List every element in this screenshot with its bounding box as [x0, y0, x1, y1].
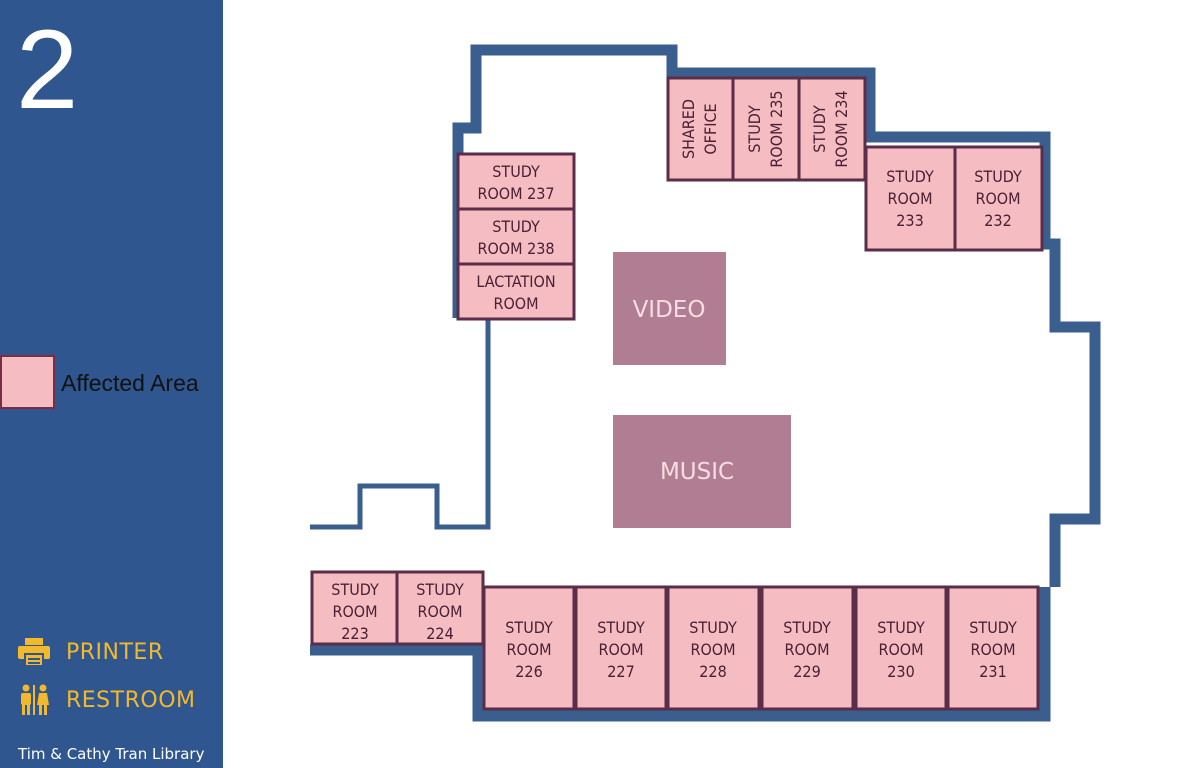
walls: [310, 44, 1101, 722]
room-study-233-line-1: STUDY: [886, 167, 934, 186]
floor-number: 2: [16, 7, 79, 132]
room-study-235-line-1: STUDY: [745, 105, 764, 153]
room-study-224-line-2: ROOM: [417, 602, 462, 621]
room-study-223-line-1: STUDY: [331, 580, 379, 599]
room-study-232: STUDY ROOM 232: [953, 145, 1044, 252]
room-lactation: LACTATION ROOM: [456, 262, 576, 321]
room-study-231-line-1: STUDY: [969, 618, 1017, 637]
room-study-223-line-3: 223: [341, 624, 368, 643]
room-lactation-line-2: ROOM: [493, 294, 538, 313]
room-study-233: STUDY ROOM 233: [864, 145, 957, 252]
room-study-231-line-2: ROOM: [970, 640, 1015, 659]
room-study-227-line-3: 227: [607, 662, 634, 681]
printer-icon: [16, 634, 52, 670]
room-study-229: STUDY ROOM 229: [760, 585, 855, 711]
room-study-228-line-1: STUDY: [689, 618, 737, 637]
room-study-229-line-2: ROOM: [784, 640, 829, 659]
room-study-226: STUDY ROOM 226: [482, 585, 576, 711]
room-study-234-line-2: ROOM 234: [832, 90, 851, 167]
library-name: Tim & Cathy Tran Library: [18, 745, 205, 763]
facility-video: VIDEO: [613, 252, 726, 365]
room-study-228-line-2: ROOM: [690, 640, 735, 659]
room-study-224-line-3: 224: [426, 624, 453, 643]
room-study-231-line-3: 231: [979, 662, 1006, 681]
room-study-223: STUDY ROOM 223: [310, 570, 399, 646]
room-study-230-line-3: 230: [887, 662, 914, 681]
restroom-label: RESTROOM: [66, 687, 196, 713]
facility-video-label: VIDEO: [633, 297, 706, 323]
room-study-233-line-3: 233: [896, 211, 923, 230]
room-study-238-line-2: ROOM 238: [477, 239, 554, 258]
inner-walls: [310, 318, 491, 530]
room-study-232-line-2: ROOM: [975, 189, 1020, 208]
room-study-234-line-1: STUDY: [810, 105, 829, 153]
room-study-228: STUDY ROOM 228: [666, 585, 761, 711]
room-shared-office: SHARED OFFICE: [666, 76, 735, 182]
room-study-230-line-2: ROOM: [878, 640, 923, 659]
room-study-228-line-3: 228: [699, 662, 726, 681]
facility-music-label: MUSIC: [660, 459, 734, 485]
room-study-229-line-1: STUDY: [783, 618, 831, 637]
room-lactation-line-1: LACTATION: [476, 272, 555, 291]
room-study-234: STUDY ROOM 234: [797, 76, 867, 182]
legend-affected-label: Affected Area: [61, 370, 199, 396]
room-study-237-line-1: STUDY: [492, 162, 540, 181]
room-study-226-line-1: STUDY: [505, 618, 553, 637]
room-study-232-line-1: STUDY: [974, 167, 1022, 186]
restroom-icon: [16, 682, 52, 718]
room-study-224-line-1: STUDY: [416, 580, 464, 599]
room-study-238-line-1: STUDY: [492, 217, 540, 236]
printer-label: PRINTER: [66, 639, 164, 665]
room-study-230: STUDY ROOM 230: [854, 585, 948, 711]
room-study-237: STUDY ROOM 237: [456, 152, 576, 211]
room-study-230-line-1: STUDY: [877, 618, 925, 637]
room-study-235: STUDY ROOM 235: [731, 76, 801, 182]
room-study-232-line-3: 232: [984, 211, 1011, 230]
sidebar: 2 Affected Area PRINTER: [0, 0, 223, 768]
legend-affected-swatch: [0, 355, 55, 409]
room-study-238: STUDY ROOM 238: [456, 207, 576, 266]
room-study-226-line-2: ROOM: [506, 640, 551, 659]
restroom-legend-item: RESTROOM: [16, 682, 196, 718]
room-study-237-line-2: ROOM 237: [477, 184, 554, 203]
room-study-229-line-3: 229: [793, 662, 820, 681]
room-study-224: STUDY ROOM 224: [395, 570, 485, 646]
room-shared-office-line-1: SHARED: [679, 99, 698, 159]
printer-legend-item: PRINTER: [16, 634, 164, 670]
room-study-227-line-2: ROOM: [598, 640, 643, 659]
room-study-227: STUDY ROOM 227: [574, 585, 668, 711]
room-shared-office-line-2: OFFICE: [701, 103, 720, 154]
facility-music: MUSIC: [613, 415, 791, 528]
room-study-233-line-2: ROOM: [887, 189, 932, 208]
room-study-223-line-2: ROOM: [332, 602, 377, 621]
room-study-227-line-1: STUDY: [597, 618, 645, 637]
room-study-235-line-2: ROOM 235: [767, 90, 786, 167]
room-study-231: STUDY ROOM 231: [946, 585, 1040, 711]
room-study-226-line-3: 226: [515, 662, 542, 681]
